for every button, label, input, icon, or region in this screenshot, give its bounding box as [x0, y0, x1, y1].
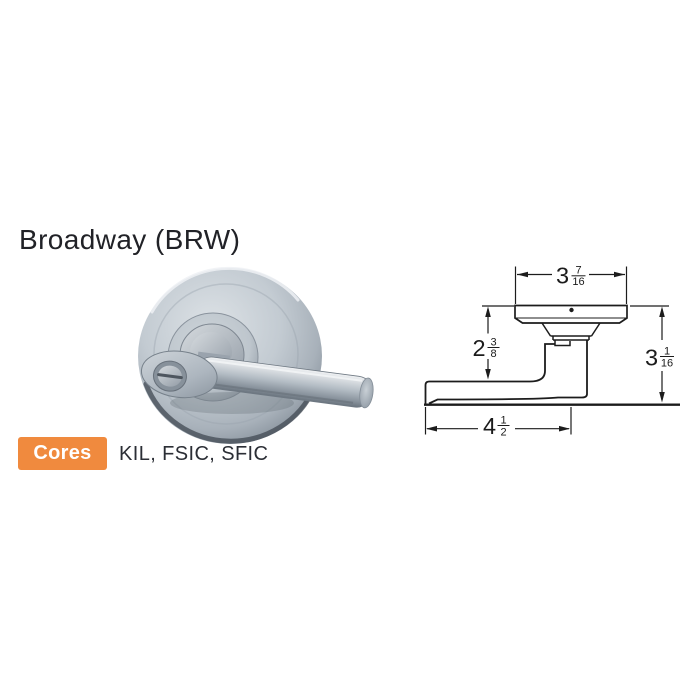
dimension-drawing-art: 3 7 16 2 3 8 3 1 16 4 1 2 [424, 263, 680, 439]
dimension-drawing: 3 7 16 2 3 8 3 1 16 4 1 2 [408, 253, 696, 448]
lever [140, 350, 374, 409]
rose-bottom-rim [143, 381, 317, 444]
hub-profile [541, 322, 601, 347]
product-title: Broadway (BRW) [19, 224, 241, 255]
lever-profile [424, 340, 588, 405]
lever-photo-art [138, 266, 374, 444]
dim-denominator: 2 [500, 427, 506, 439]
dim-denominator: 8 [490, 348, 496, 360]
rose-top-highlight [150, 266, 300, 314]
cores-values: KIL, FSIC, SFIC [119, 443, 269, 465]
dim-numerator: 1 [500, 415, 506, 427]
dim-numerator: 1 [664, 346, 670, 358]
lever-photo [120, 253, 390, 449]
dim-denominator: 16 [661, 358, 673, 370]
dim-numerator: 3 [490, 337, 496, 349]
cores-badge-label: Cores [33, 442, 92, 464]
dimension-lever-length: 4 1 2 [483, 413, 510, 439]
arrowheads [426, 271, 665, 432]
lever-shadow [170, 392, 294, 414]
rose-profile [514, 304, 628, 324]
dim-whole: 2 [473, 335, 486, 361]
rose-center-mark [569, 307, 574, 313]
dimension-rose-to-lever: 2 3 8 [473, 335, 500, 361]
dim-whole: 4 [483, 413, 496, 439]
dim-denominator: 16 [572, 276, 584, 288]
screw-slot-icon [157, 373, 183, 380]
dimension-overall-height: 3 1 16 [645, 345, 674, 371]
dimension-rose-width: 3 7 16 [556, 263, 586, 289]
lever-end-cap [359, 377, 374, 409]
dim-whole: 3 [556, 263, 569, 289]
cores-badge: Cores [18, 437, 107, 470]
dim-whole: 3 [645, 345, 658, 371]
dim-numerator: 7 [575, 265, 581, 277]
